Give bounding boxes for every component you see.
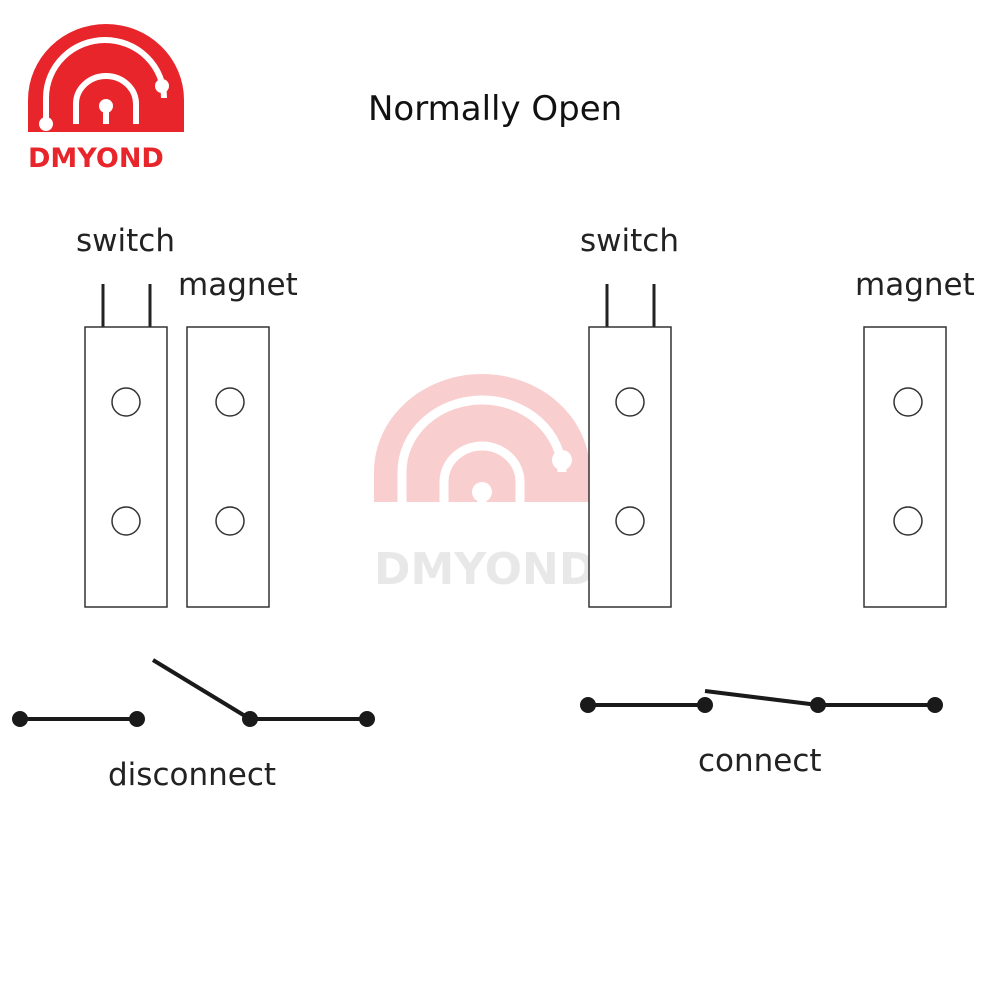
terminal-dot [580,697,596,713]
right-magnet-body [863,326,947,608]
left-switch-label: switch [76,223,175,259]
terminal-dot [810,697,826,713]
terminal-dot [242,711,258,727]
open-switch-symbol [12,658,375,727]
svg-text:DMYOND: DMYOND [28,143,164,174]
right-magnet-label: magnet [855,267,975,303]
connect-label: connect [698,743,822,779]
right-switch-hole-top [615,387,645,417]
left-magnet-hole-bottom [215,506,245,536]
right-switch-hole-bottom [615,506,645,536]
left-switch-hole-bottom [111,506,141,536]
closed-switch-symbol [580,689,943,713]
right-switch-label: switch [580,223,679,259]
svg-text:DMYOND: DMYOND [374,544,595,595]
terminal-dot [697,697,713,713]
terminal-dot [927,697,943,713]
right-magnet-hole-bottom [893,506,923,536]
left-switch-body [84,284,168,608]
brand-logo: DMYOND [28,24,184,174]
diagram-title: Normally Open [368,89,623,129]
terminal-dot [359,711,375,727]
left-switch-hole-top [111,387,141,417]
left-magnet-hole-top [215,387,245,417]
left-magnet-body [186,326,270,608]
disconnect-label: disconnect [108,757,277,793]
right-magnet-hole-top [893,387,923,417]
terminal-dot [129,711,145,727]
right-switch-body [588,284,672,608]
terminal-dot [12,711,28,727]
left-magnet-label: magnet [178,267,298,303]
